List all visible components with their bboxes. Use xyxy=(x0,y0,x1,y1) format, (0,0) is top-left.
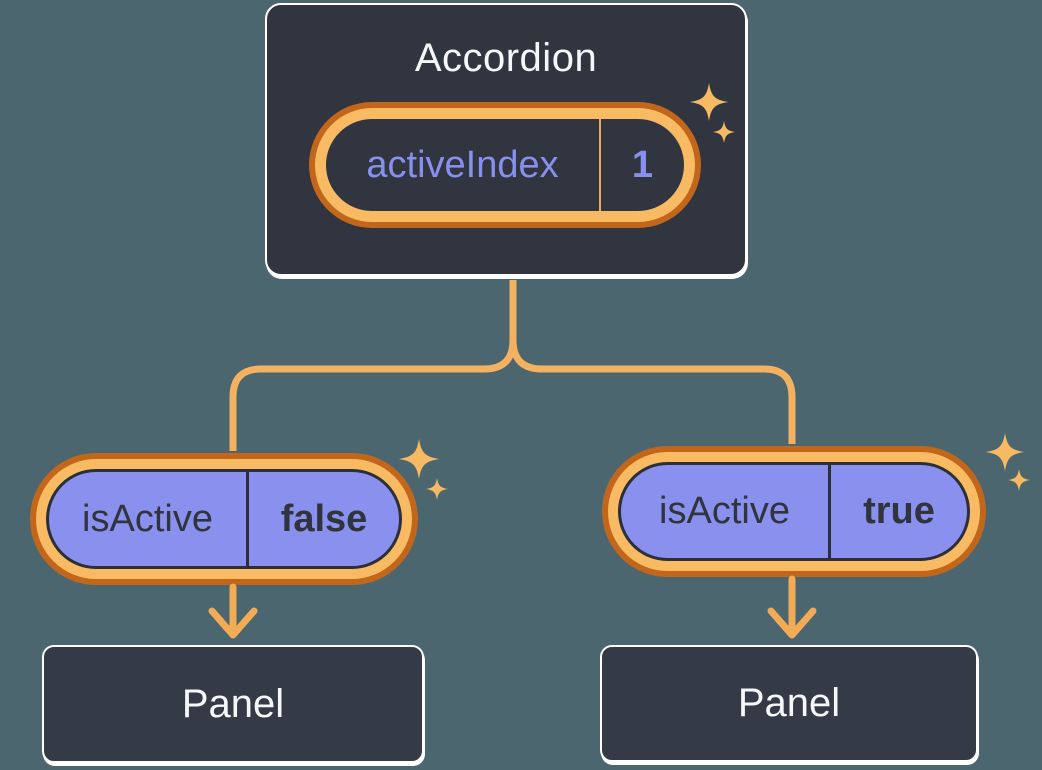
panel-title: Panel xyxy=(737,681,841,725)
prop-pill-highlight-ring: isActive true xyxy=(608,452,980,571)
prop-pill-value: false xyxy=(280,497,368,540)
connector-accordion-to-left-pill xyxy=(229,280,517,451)
sparkle-icon-right-pill xyxy=(986,433,1030,491)
pill-divider xyxy=(828,465,831,558)
pill-divider xyxy=(246,472,249,566)
prop-pill-label: isActive xyxy=(659,490,790,532)
state-pill-activeindex: activeIndex 1 xyxy=(309,102,701,228)
state-pill-value: 1 xyxy=(631,143,654,186)
pill-divider xyxy=(599,119,601,211)
prop-pill-label: isActive xyxy=(82,497,213,540)
arrow-down-icon-right xyxy=(767,575,817,639)
accordion-title: Accordion xyxy=(414,36,598,80)
arrow-down-icon-left xyxy=(208,583,258,639)
panel-title: Panel xyxy=(181,681,285,726)
panel-node-left: Panel xyxy=(42,645,424,763)
prop-pill-isactive-true: isActive true xyxy=(602,446,986,577)
prop-pill-highlight-ring: isActive false xyxy=(36,459,412,579)
prop-pill-isactive-false: isActive false xyxy=(30,453,418,585)
state-pill-highlight-ring: activeIndex 1 xyxy=(315,108,695,222)
state-pill-label: activeIndex xyxy=(366,143,559,186)
prop-pill-value: true xyxy=(863,490,935,532)
panel-node-right: Panel xyxy=(600,645,978,762)
connector-accordion-to-right-pill xyxy=(509,280,796,444)
